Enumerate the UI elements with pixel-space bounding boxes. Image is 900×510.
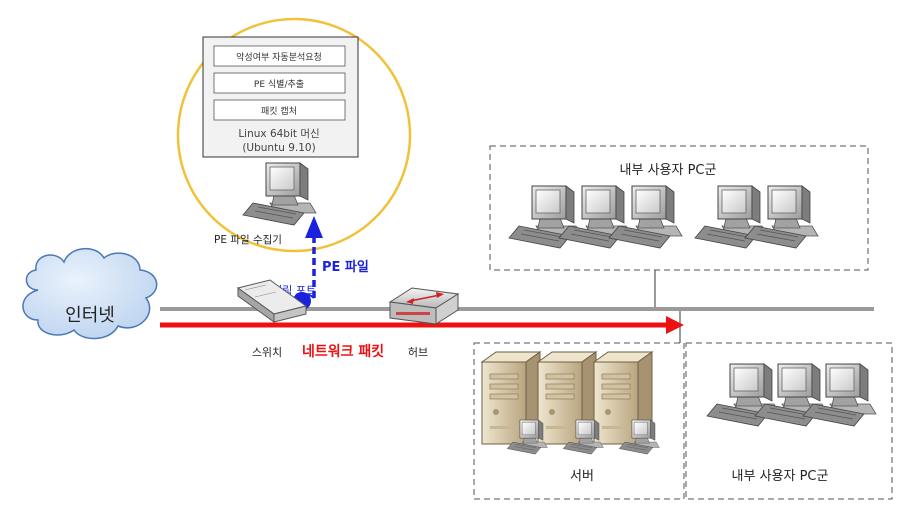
internal-pc-group-bottom-box <box>685 342 893 500</box>
collector-highlight-circle <box>176 17 412 253</box>
pe-file-label: PE 파일 <box>322 260 369 275</box>
switch-icon <box>236 279 308 323</box>
hub-label: 허브 <box>408 346 428 359</box>
layer-pe-extract: PE 식별/추출 <box>254 79 304 90</box>
server-group-label: 서버 <box>570 469 594 484</box>
collector-software-box: 악성여부 자동분석요청 PE 식별/추출 패킷 캡처 Linux 64bit 머… <box>202 36 359 158</box>
server-group-box <box>473 342 685 500</box>
os-label-line2: (Ubuntu 9.10) <box>242 142 315 154</box>
internet-label: 인터넷 <box>65 305 115 326</box>
os-label-line1: Linux 64bit 머신 <box>238 128 319 140</box>
layer-packet-capture: 패킷 캡처 <box>261 105 297 117</box>
hub-icon <box>388 287 460 325</box>
network-packet-label: 네트워크 패킷 <box>302 343 384 360</box>
pe-collector-pc-icon <box>242 162 317 226</box>
internal-pc-group-bottom-label: 내부 사용자 PC군 <box>732 469 829 484</box>
network-packet-arrowhead <box>666 316 684 334</box>
switch-label: 스위치 <box>252 346 282 359</box>
collector-caption: PE 파일 수집기 <box>214 233 282 246</box>
internal-pc-group-top-box <box>489 145 869 271</box>
internal-pc-group-top-label: 내부 사용자 PC군 <box>620 163 717 178</box>
layer-auto-analysis: 악성여부 자동분석요청 <box>236 51 322 63</box>
internet-cloud-icon <box>22 248 158 340</box>
